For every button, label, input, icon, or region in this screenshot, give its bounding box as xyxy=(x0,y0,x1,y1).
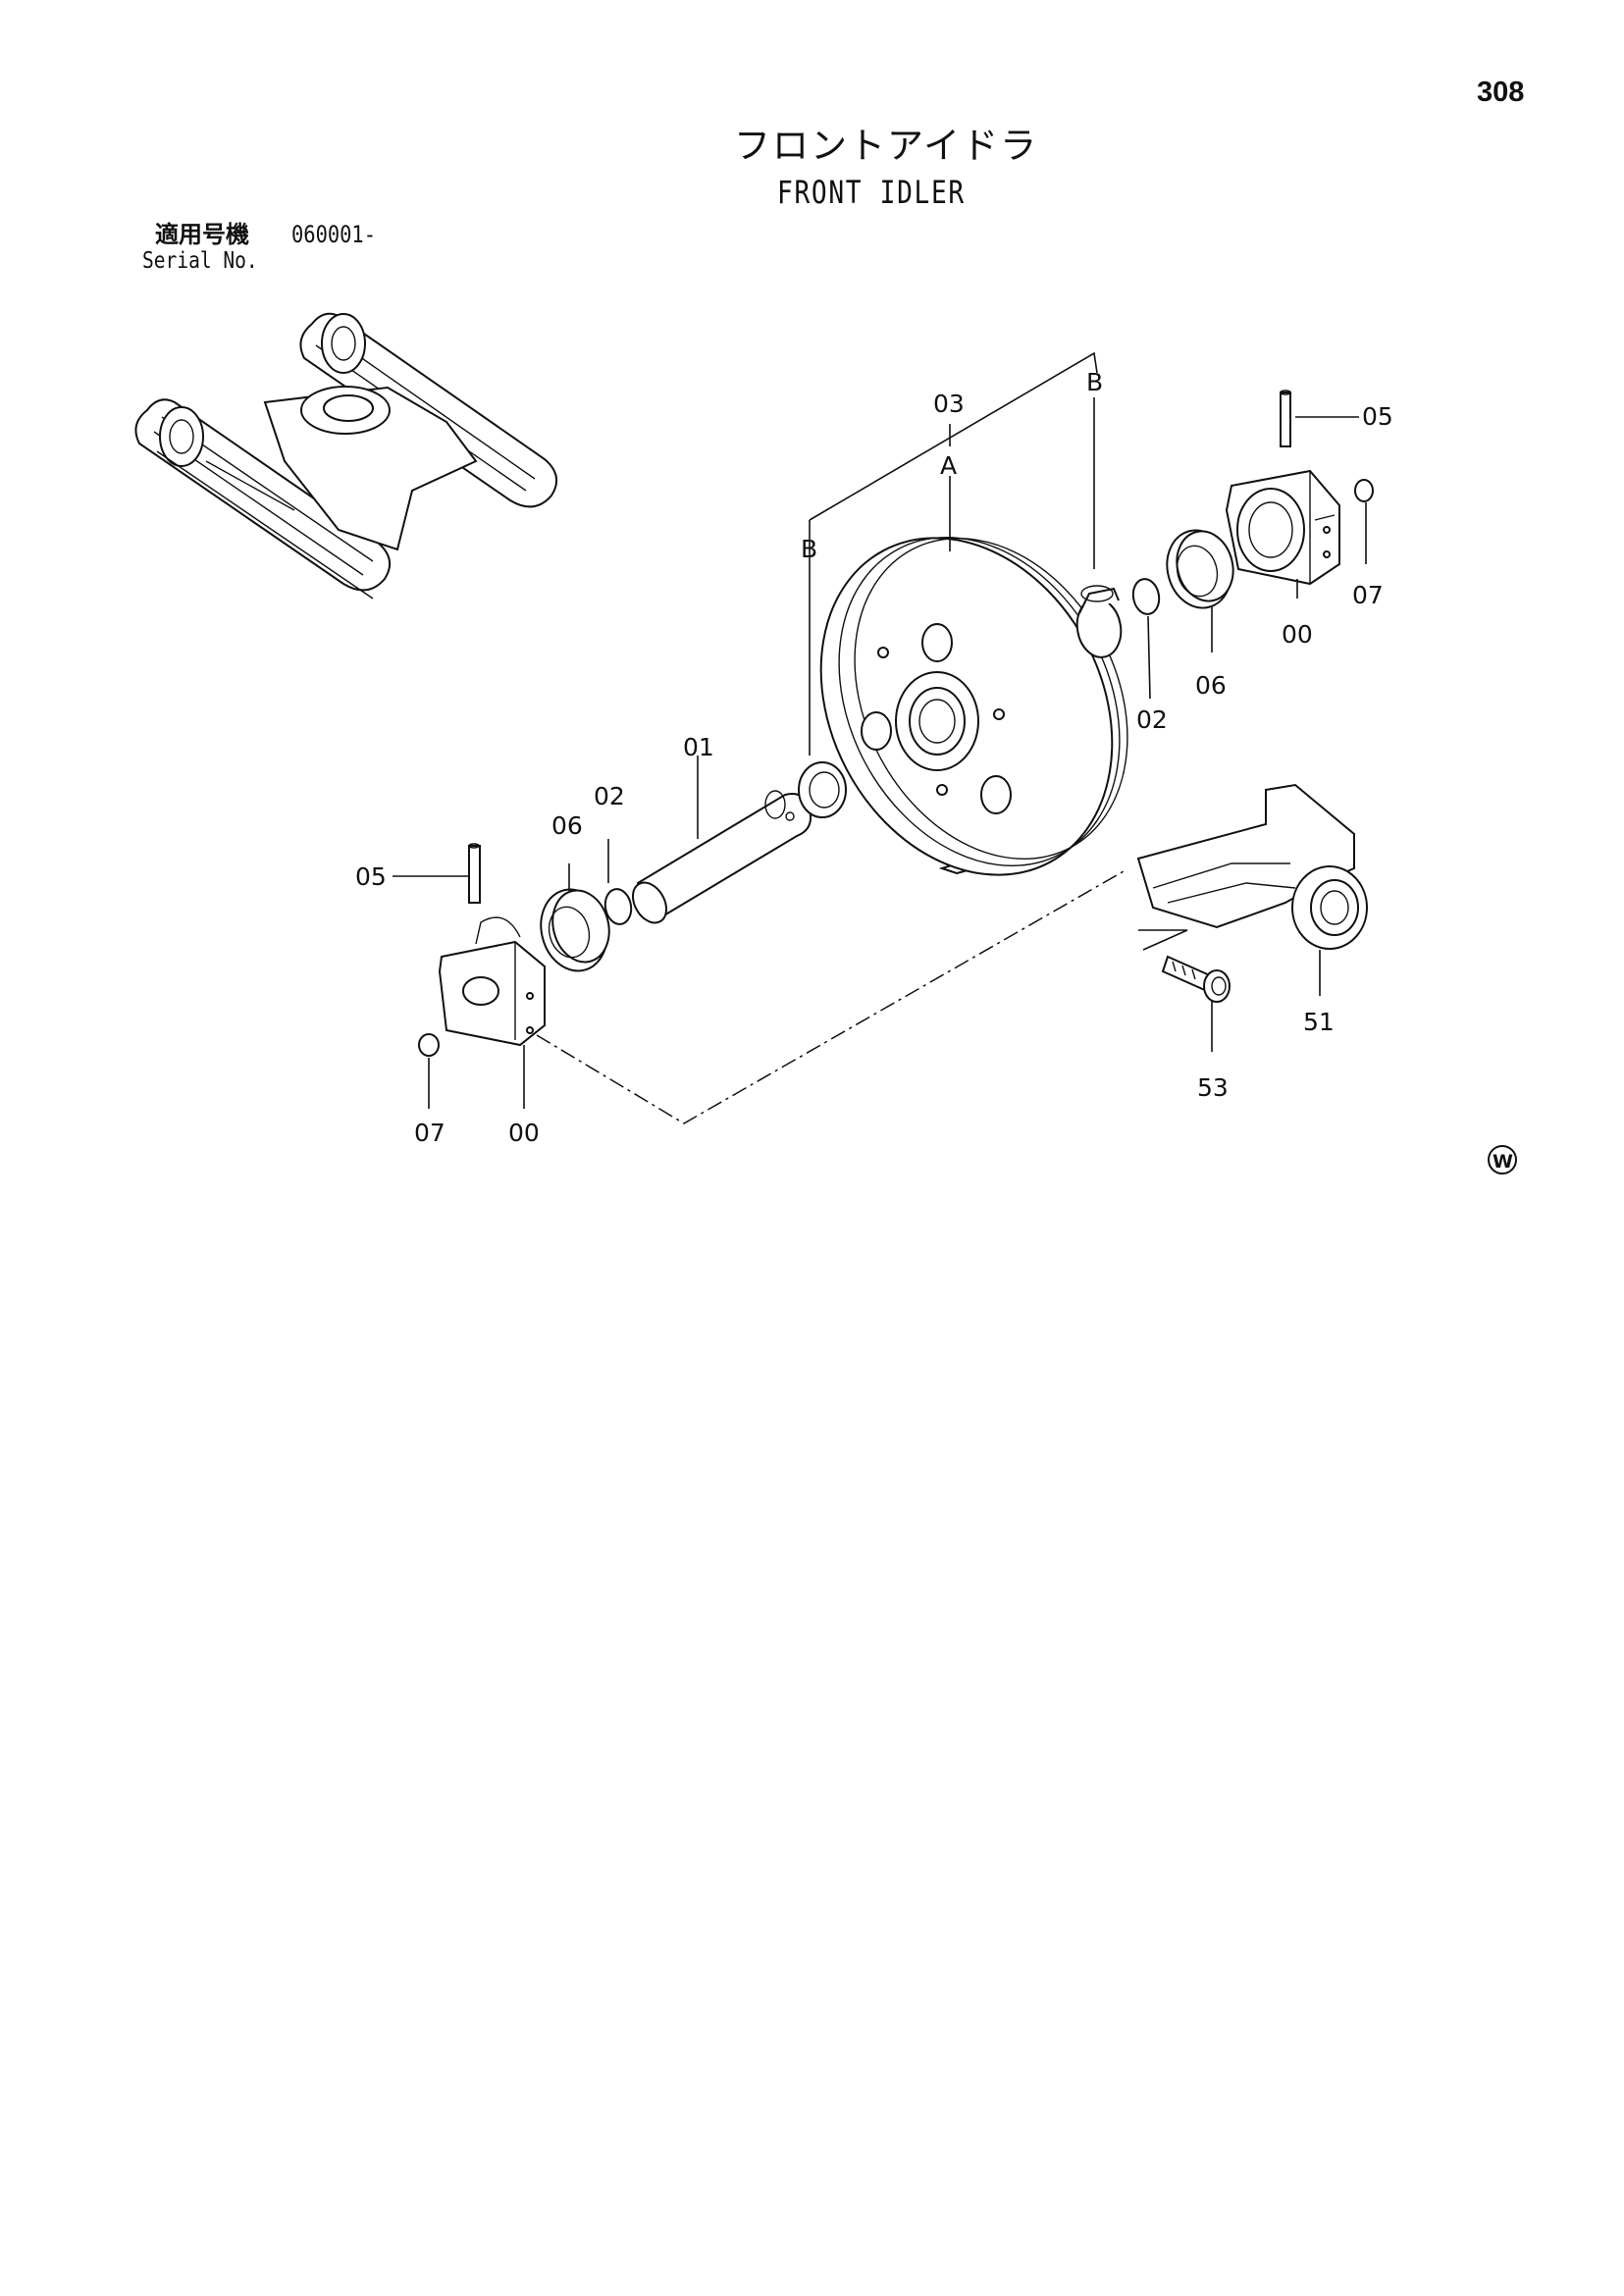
page-title-english: FRONT IDLER xyxy=(777,174,966,211)
callout-ref-a: A xyxy=(940,451,957,480)
o-ring-left xyxy=(603,888,633,925)
callout-02-right: 02 xyxy=(1136,705,1168,734)
callout-02-left: 02 xyxy=(594,782,625,810)
callout-03: 03 xyxy=(933,390,965,418)
circled-w-mark: W xyxy=(1488,1145,1517,1174)
assembly-center-line xyxy=(536,870,1125,1124)
idler-wheel-part-03 xyxy=(819,537,1128,876)
callout-00-right: 00 xyxy=(1282,620,1313,649)
callout-06-left: 06 xyxy=(551,811,583,840)
bearing-bracket-right xyxy=(1225,390,1374,586)
page-number: 308 xyxy=(1477,77,1525,108)
callout-07-left: 07 xyxy=(414,1119,445,1147)
callout-ref-b-left: B xyxy=(801,535,817,563)
bearing-bracket-left xyxy=(418,843,546,1057)
callout-51: 51 xyxy=(1303,1008,1335,1036)
reference-line-b xyxy=(809,351,1098,521)
serial-label-japanese: 適用号機 xyxy=(155,221,249,248)
page-title-japanese: フロントアイドラ xyxy=(734,125,1039,167)
serial-number-value: 060001- xyxy=(291,221,376,248)
serial-label-english: Serial No. xyxy=(142,248,258,274)
callout-ref-b-top: B xyxy=(1086,368,1103,396)
floating-seal-right xyxy=(1166,529,1234,609)
floating-seal-left xyxy=(540,888,610,972)
callout-05-right: 05 xyxy=(1362,402,1393,431)
undercarriage-locator-sketch xyxy=(134,312,558,600)
callout-00-left: 00 xyxy=(508,1119,540,1147)
callout-01: 01 xyxy=(683,733,714,761)
shaft-part-01 xyxy=(631,790,812,924)
collar-right xyxy=(1075,585,1123,658)
callout-06-right: 06 xyxy=(1195,671,1227,700)
bolt-part-53 xyxy=(1161,955,1231,1003)
idler-yoke-part-51 xyxy=(1136,783,1368,950)
collar-left xyxy=(798,761,847,818)
callout-53: 53 xyxy=(1197,1073,1229,1102)
callout-07-right: 07 xyxy=(1352,581,1384,609)
svg-text:W: W xyxy=(1493,1151,1513,1173)
o-ring-right xyxy=(1131,578,1161,615)
callout-05-left: 05 xyxy=(355,862,387,891)
